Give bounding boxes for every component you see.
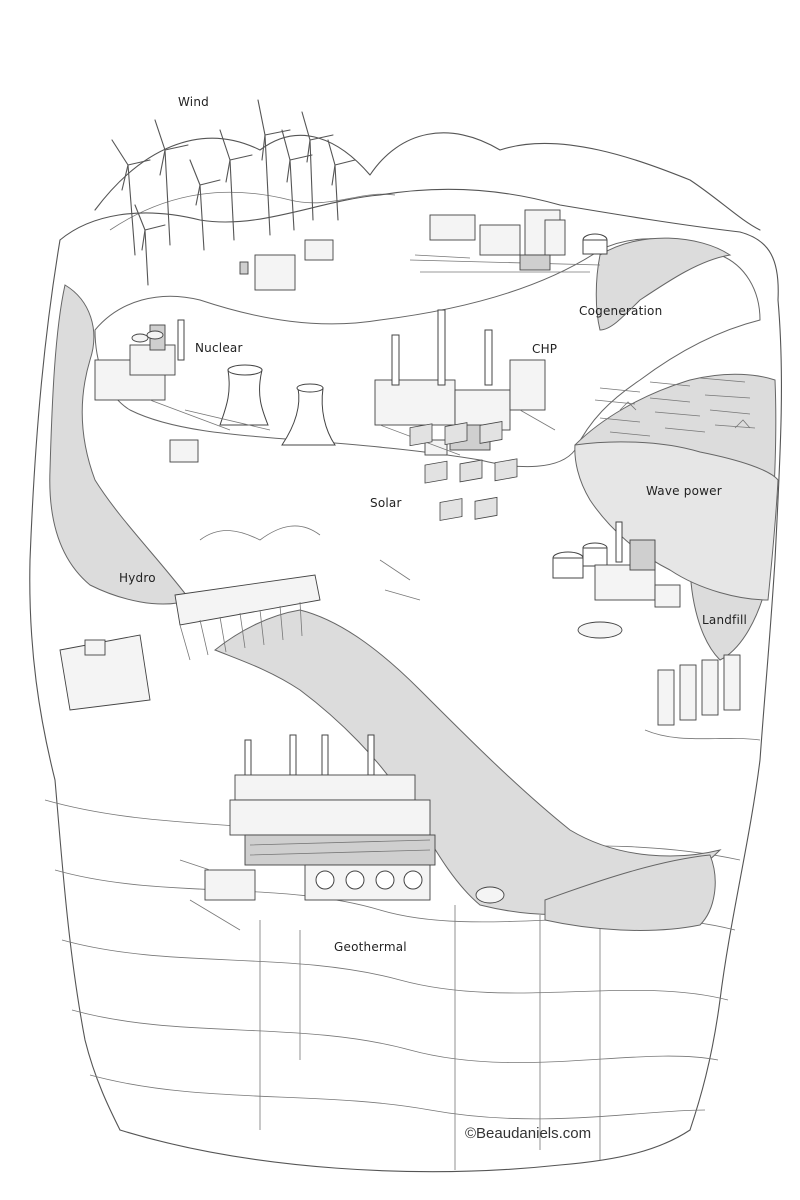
label-hydro: Hydro — [119, 571, 156, 585]
hydro-dam — [59, 525, 321, 711]
island-bottom-outline — [119, 1129, 691, 1173]
wave-power-devices — [594, 377, 756, 437]
cogeneration-plant — [409, 209, 608, 273]
solar-array — [379, 421, 518, 601]
label-wind: Wind — [178, 95, 209, 109]
label-geothermal: Geothermal — [334, 940, 407, 954]
label-wave-power: Wave power — [646, 484, 722, 498]
label-solar: Solar — [370, 496, 402, 510]
wave-power-water — [574, 441, 779, 601]
strata-4 — [71, 1009, 719, 1063]
cliff-right — [689, 299, 783, 1131]
landfill-plant — [552, 521, 681, 639]
cliff-left — [29, 239, 121, 1131]
label-cogeneration: Cogeneration — [579, 304, 663, 318]
background-hills-2 — [109, 191, 396, 231]
copyright-credit: ©Beaudaniels.com — [465, 1125, 592, 1142]
wind-farm — [111, 99, 356, 291]
strata-3 — [61, 939, 729, 1001]
background-hills — [94, 132, 761, 231]
label-landfill: Landfill — [702, 613, 748, 627]
island-top-outline — [59, 188, 779, 301]
geothermal-plant — [179, 734, 505, 931]
lake-right — [544, 854, 716, 931]
nuclear-plant — [94, 319, 336, 463]
label-chp: CHP — [532, 342, 558, 356]
strata-5 — [89, 1074, 706, 1120]
river-right-branch — [595, 237, 732, 331]
cliff-generators — [644, 654, 761, 741]
label-nuclear: Nuclear — [195, 341, 243, 355]
